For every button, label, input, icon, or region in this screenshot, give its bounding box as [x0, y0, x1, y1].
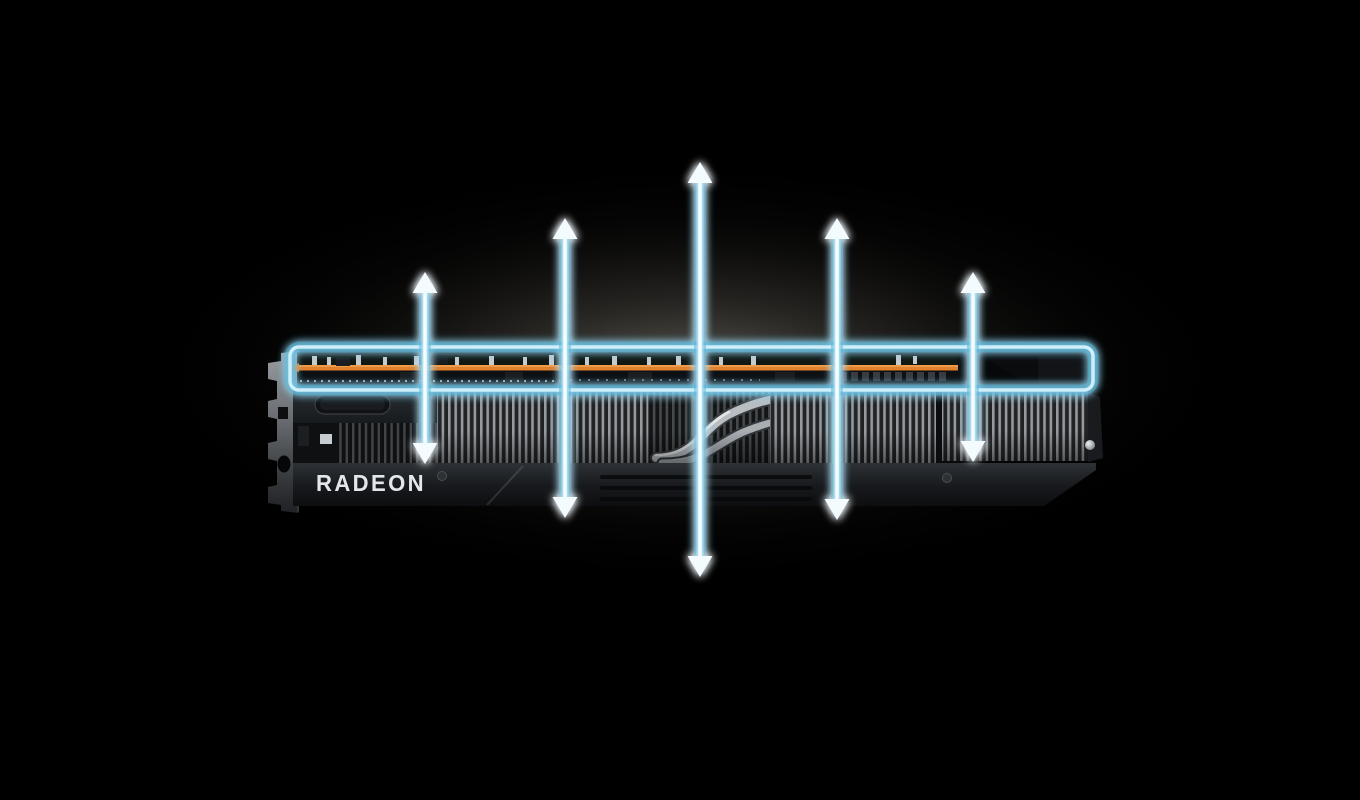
arrow-up-head-icon: [412, 272, 438, 293]
radeon-logo-text: RADEON: [316, 470, 426, 496]
pcb-dark-blocks: [336, 357, 834, 381]
pcb-components: [312, 355, 917, 365]
arrow-up-head-icon: [552, 218, 578, 239]
airflow-arrow: [824, 218, 850, 520]
arrow-down-head-icon: [552, 497, 578, 518]
airflow-arrow: [412, 272, 438, 464]
pcb-pin-row: [840, 372, 946, 381]
arrow-up-head-icon: [687, 162, 713, 183]
copper-trace: [299, 365, 995, 371]
airflow-arrow: [687, 162, 713, 577]
arrow-down-head-icon: [412, 443, 438, 464]
pcb-highlight-frame: [284, 341, 1099, 396]
arrow-down-head-icon: [960, 441, 986, 462]
airflow-arrow: [960, 272, 986, 462]
arrow-up-head-icon: [960, 272, 986, 293]
arrow-up-head-icon: [824, 218, 850, 239]
heatpipe-end-icon: [1085, 440, 1095, 450]
airflow-arrow: [552, 218, 578, 518]
screw-icon: [942, 473, 952, 483]
screw-icon: [437, 471, 447, 481]
airflow-overlay: [284, 162, 1099, 577]
arrow-down-head-icon: [824, 499, 850, 520]
arrow-down-head-icon: [687, 556, 713, 577]
